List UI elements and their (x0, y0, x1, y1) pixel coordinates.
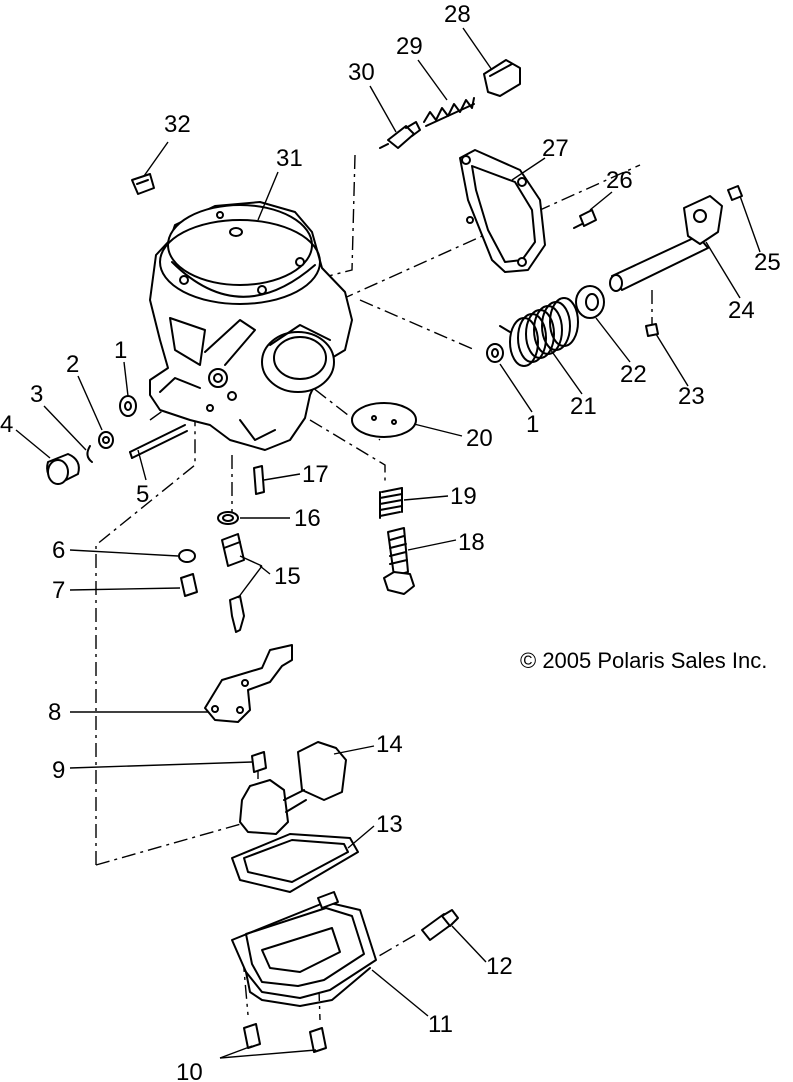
throttle-plate (351, 402, 417, 438)
callout-1-left: 1 (114, 337, 127, 364)
callout-8: 8 (48, 699, 61, 726)
callout-32: 32 (164, 111, 191, 138)
callout-24: 24 (728, 297, 755, 324)
callout-5: 5 (136, 481, 149, 508)
callout-26: 26 (606, 167, 633, 194)
callout-7: 7 (52, 577, 65, 604)
callout-2: 2 (66, 351, 79, 378)
callout-1-right: 1 (526, 411, 539, 438)
callout-11: 11 (428, 1011, 453, 1038)
copyright-notice: © 2005 Polaris Sales Inc. (520, 648, 768, 673)
callout-19: 19 (450, 483, 477, 510)
right-side-parts (486, 185, 743, 367)
callout-18: 18 (458, 529, 485, 556)
callout-15: 15 (274, 563, 301, 590)
carburetor-body (149, 201, 353, 451)
callout-30: 30 (348, 59, 375, 86)
callout-31: 31 (276, 145, 303, 172)
callout-25: 25 (754, 249, 781, 276)
callout-13: 13 (376, 811, 403, 838)
callout-27: 27 (542, 135, 569, 162)
callout-4: 4 (0, 411, 13, 438)
middle-parts (178, 465, 415, 633)
callout-10: 10 (176, 1059, 203, 1082)
leader-lines (15, 27, 761, 1059)
callout-28: 28 (444, 1, 471, 28)
callout-23: 23 (678, 383, 705, 410)
callout-6: 6 (52, 537, 65, 564)
callout-9: 9 (52, 757, 65, 784)
top-parts (131, 59, 597, 273)
lower-parts (204, 644, 459, 1053)
callout-3: 3 (30, 381, 43, 408)
callout-14: 14 (376, 731, 403, 758)
callout-16: 16 (294, 505, 321, 532)
callout-22: 22 (620, 361, 647, 388)
callout-29: 29 (396, 33, 423, 60)
callout-20: 20 (466, 425, 493, 452)
callout-21: 21 (570, 393, 597, 420)
callout-17: 17 (302, 461, 329, 488)
callout-12: 12 (486, 953, 513, 980)
